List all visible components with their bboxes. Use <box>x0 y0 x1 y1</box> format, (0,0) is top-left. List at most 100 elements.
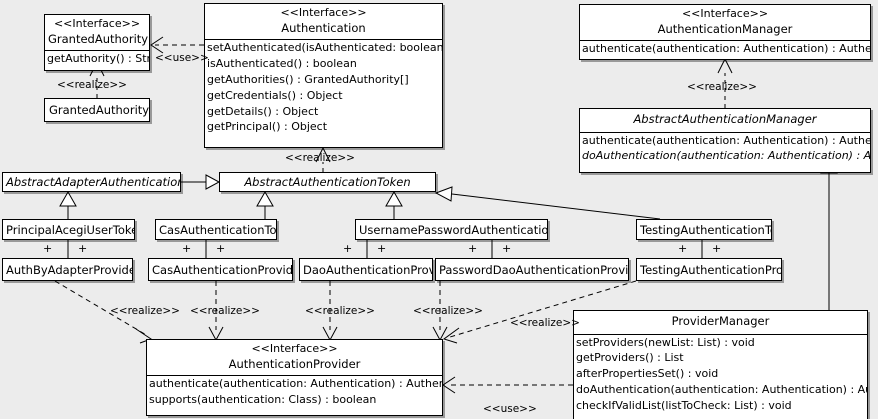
section-divider <box>580 131 870 133</box>
edge-label-realize-testing-provider: <<realize>> <box>510 317 580 329</box>
edge-realize-testingauthenticationprovider <box>442 280 637 344</box>
class-box-authentication-provider[interactable]: <<Interface>> AuthenticationProvider aut… <box>146 339 443 416</box>
edge-label-use-granted-authority: <<use>> <box>155 52 209 64</box>
stereotype-label: <<Interface>> <box>280 6 367 19</box>
class-header-granted-authority-impl: GrantedAuthorityImpl <box>45 99 149 121</box>
class-box-authentication-manager[interactable]: <<Interface>> AuthenticationManager auth… <box>579 4 871 60</box>
class-box-password-dao-authentication-provider[interactable]: PasswordDaoAuthenticationProvider <box>435 258 629 281</box>
section-divider <box>205 39 442 41</box>
class-name-label: AuthenticationManager <box>657 21 793 36</box>
member-row: getCredentials() : Object <box>207 88 343 102</box>
stereotype-label: <<Interface>> <box>251 342 338 355</box>
edge-generalize-casauthenticationtoken <box>256 190 274 219</box>
member-row: authenticate(authentication: Authenticat… <box>582 42 870 56</box>
class-name-label: TestingAuthenticationToken <box>640 223 771 237</box>
class-box-cas-authentication-provider[interactable]: CasAuthenticationProvider <box>148 258 293 281</box>
edge-label-realize-dao-provider: <<realize>> <box>305 305 375 317</box>
stereotype-label: <<Interface>> <box>53 17 141 30</box>
class-header-cas-authentication-token: CasAuthenticationToken <box>156 220 276 239</box>
edge-generalize-abstractadapter <box>181 174 221 190</box>
multiplicity-mark: + <box>468 242 478 255</box>
members-compartment: setProviders(newList: List) : void getPr… <box>574 335 867 414</box>
class-box-abstract-adapter-authentication-token[interactable]: AbstractAdapterAuthenticationToken <box>2 172 181 192</box>
class-name-label: AbstractAuthenticationManager <box>633 112 817 126</box>
multiplicity-mark: + <box>216 242 226 255</box>
class-box-username-password-authentication-token[interactable]: UsernamePasswordAuthenticationToken <box>355 219 548 240</box>
multiplicity-mark: + <box>43 242 53 255</box>
class-box-dao-authentication-provider[interactable]: DaoAuthenticationProvider <box>299 258 433 281</box>
edge-label-use-provider-manager: <<use>> <box>483 403 537 415</box>
class-header-abstract-authentication-manager: AbstractAuthenticationManager <box>580 109 870 132</box>
class-header-abstract-adapter-authentication-token: AbstractAdapterAuthenticationToken <box>3 173 180 191</box>
class-header-dao-authentication-provider: DaoAuthenticationProvider <box>300 259 432 280</box>
class-name-label: AuthByAdapterProvider <box>6 263 133 277</box>
class-header-provider-manager: ProviderManager <box>574 311 867 334</box>
stereotype-label: <<Interface>> <box>681 7 769 20</box>
class-header-testing-authentication-provider: TestingAuthenticationProvider <box>637 259 781 280</box>
class-header-principal-acegi-user-token: PrincipalAcegiUserToken <box>3 220 135 239</box>
edge-generalize-testingauthenticationtoken <box>434 186 661 220</box>
edge-label-realize-abstract-authentication-token: <<realize>> <box>285 152 355 164</box>
class-header-username-password-authentication-token: UsernamePasswordAuthenticationToken <box>356 220 548 239</box>
class-box-granted-authority-impl[interactable]: GrantedAuthorityImpl <box>44 98 150 122</box>
class-box-abstract-authentication-token[interactable]: AbstractAuthenticationToken <box>219 172 436 192</box>
edge-generalize-principalacegiusertoken <box>59 190 77 219</box>
members-compartment: getAuthority() : String <box>45 51 149 67</box>
member-row: setAuthenticated(isAuthenticated: boolea… <box>207 41 442 55</box>
member-row: getAuthorities() : GrantedAuthority[] <box>207 72 409 86</box>
edge-label-realize-abstract-authentication-manager: <<realize>> <box>687 81 757 93</box>
class-name-label: DaoAuthenticationProvider <box>303 263 432 277</box>
class-name-label: ProviderManager <box>671 314 770 328</box>
class-header-abstract-authentication-token: AbstractAuthenticationToken <box>220 173 435 191</box>
class-box-testing-authentication-provider[interactable]: TestingAuthenticationProvider <box>636 258 782 281</box>
member-row: supports(authentication: Class) : boolea… <box>149 393 377 407</box>
class-name-label: AbstractAdapterAuthenticationToken <box>6 175 180 189</box>
edge-use-providermanager <box>442 376 573 394</box>
class-box-testing-authentication-token[interactable]: TestingAuthenticationToken <box>636 219 772 240</box>
class-name-label: PrincipalAcegiUserToken <box>6 223 135 237</box>
class-header-testing-authentication-token: TestingAuthenticationToken <box>637 220 771 239</box>
class-box-principal-acegi-user-token[interactable]: PrincipalAcegiUserToken <box>2 219 135 240</box>
multiplicity-mark: + <box>678 242 688 255</box>
class-box-auth-by-adapter-provider[interactable]: AuthByAdapterProvider <box>2 258 133 281</box>
edge-label-realize-password-dao-provider: <<realize>> <box>413 305 483 317</box>
edge-generalize-usernamepasswordauthenticationtoken <box>385 190 403 219</box>
class-box-granted-authority[interactable]: <<Interface>> GrantedAuthority getAuthor… <box>44 14 150 71</box>
edge-label-realize-auth-by-adapter: <<realize>> <box>110 305 180 317</box>
member-row: isAuthenticated() : boolean <box>207 57 357 71</box>
edge-label-realize-cas-provider: <<realize>> <box>190 305 260 317</box>
member-row: afterPropertiesSet() : void <box>576 367 719 381</box>
class-box-cas-authentication-token[interactable]: CasAuthenticationToken <box>155 219 277 240</box>
class-header-authentication-provider: <<Interface>> AuthenticationProvider <box>147 340 442 375</box>
member-row: setProviders(newList: List) : void <box>576 335 755 349</box>
class-box-provider-manager[interactable]: ProviderManager setProviders(newList: Li… <box>573 310 868 419</box>
edge-realize-abstractauthenticationtoken <box>315 146 331 172</box>
edge-label-realize-granted-authority-impl: <<realize>> <box>57 79 127 91</box>
class-name-label: AbstractAuthenticationToken <box>244 175 411 189</box>
multiplicity-mark: + <box>377 242 387 255</box>
section-divider <box>580 40 870 42</box>
member-row: authenticate(authentication: Authenticat… <box>582 133 870 147</box>
multiplicity-mark: + <box>502 242 512 255</box>
multiplicity-mark: + <box>78 242 88 255</box>
class-header-auth-by-adapter-provider: AuthByAdapterProvider <box>3 259 133 280</box>
class-header-authentication-manager: <<Interface>> AuthenticationManager <box>580 5 870 40</box>
class-box-abstract-authentication-manager[interactable]: AbstractAuthenticationManager authentica… <box>579 108 871 173</box>
member-row: checkIfValidList(listToCheck: List) : vo… <box>576 398 792 412</box>
members-compartment: authenticate(authentication: Authenticat… <box>147 376 442 408</box>
class-box-authentication[interactable]: <<Interface>> Authentication setAuthenti… <box>204 3 443 148</box>
class-name-label: UsernamePasswordAuthenticationToken <box>359 223 548 237</box>
member-row: authenticate(authentication: Authenticat… <box>149 377 442 391</box>
multiplicity-mark: + <box>182 242 192 255</box>
member-row: getAuthority() : String <box>47 52 149 66</box>
member-row: doAuthentication(authentication: Authent… <box>576 382 867 396</box>
edge-generalize-providermanager <box>820 157 838 310</box>
class-header-password-dao-authentication-provider: PasswordDaoAuthenticationProvider <box>436 259 628 280</box>
member-row: doAuthentication(authentication: Authent… <box>582 149 870 163</box>
class-name-label: Authentication <box>281 20 366 35</box>
class-name-label: CasAuthenticationProvider <box>152 263 293 277</box>
member-row: getPrincipal() : Object <box>207 120 328 134</box>
class-name-label: AuthenticationProvider <box>228 356 361 371</box>
